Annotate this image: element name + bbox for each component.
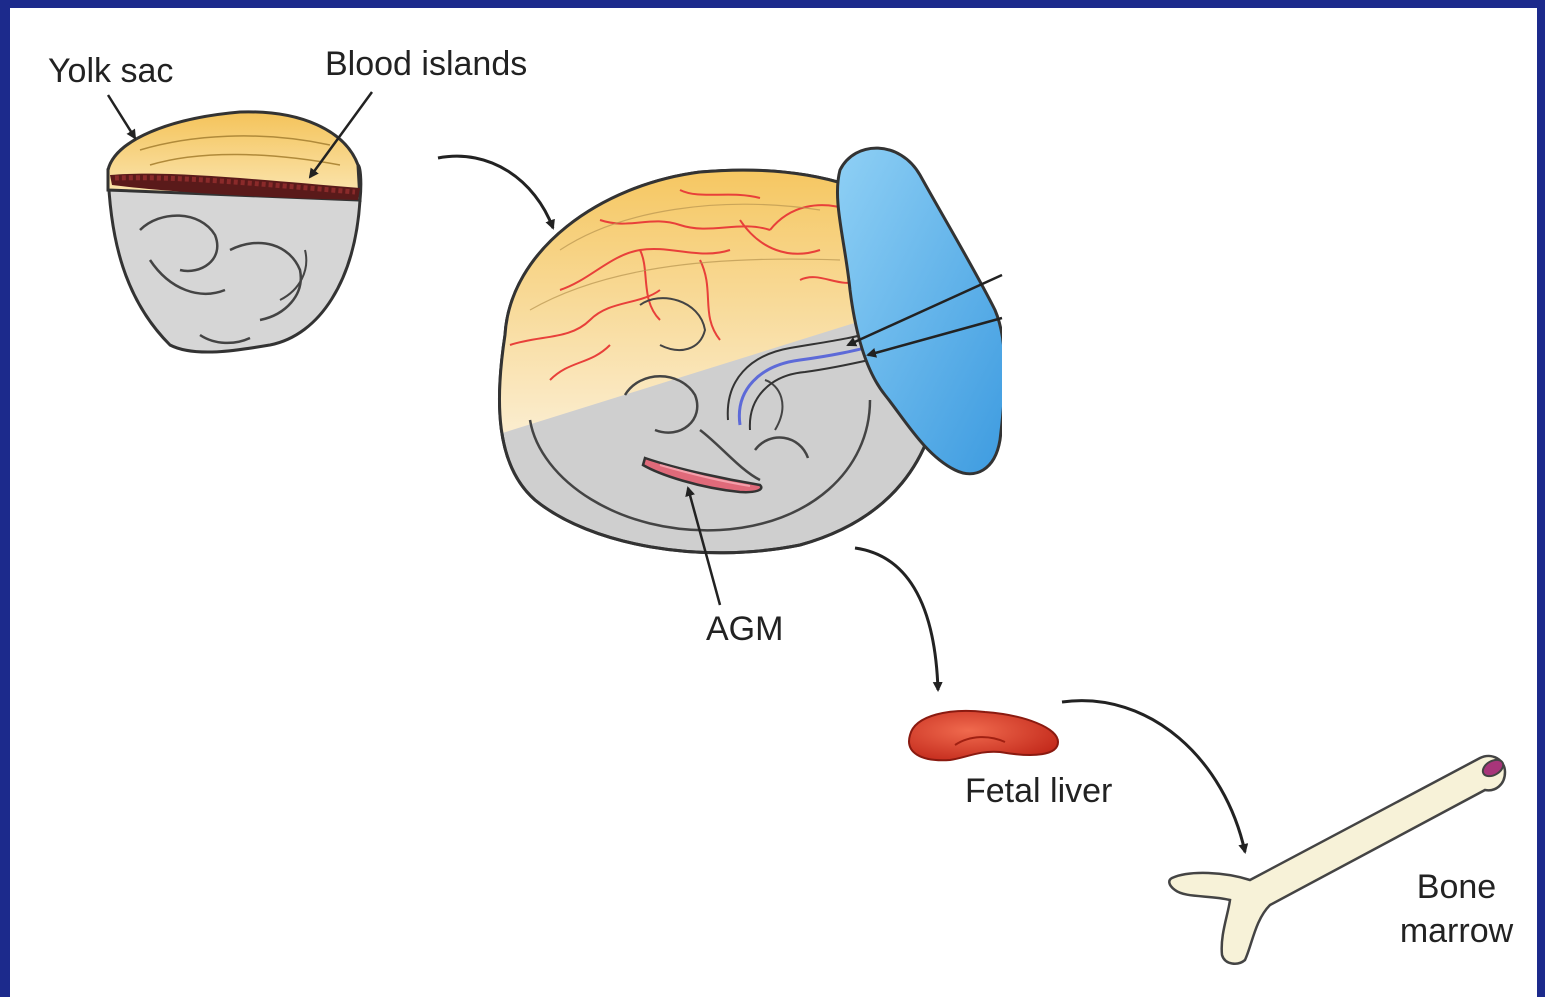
agm-label: AGM bbox=[706, 610, 783, 648]
crop-mask bbox=[1002, 260, 1042, 490]
yolk-sac-embryo-illustration bbox=[108, 112, 361, 352]
yolk-sac-arrow bbox=[108, 95, 135, 138]
bone-label-line2: marrow bbox=[1384, 912, 1529, 950]
progression-arrow-2 bbox=[855, 548, 938, 690]
progression-arrow-1 bbox=[438, 156, 553, 228]
fetal-liver-label: Fetal liver bbox=[965, 772, 1112, 810]
fetal-liver-illustration bbox=[909, 711, 1058, 760]
blood-islands-label: Blood islands bbox=[325, 45, 527, 83]
bone-label-line1: Bone bbox=[1384, 868, 1529, 906]
yolk-sac-label: Yolk sac bbox=[48, 52, 173, 90]
